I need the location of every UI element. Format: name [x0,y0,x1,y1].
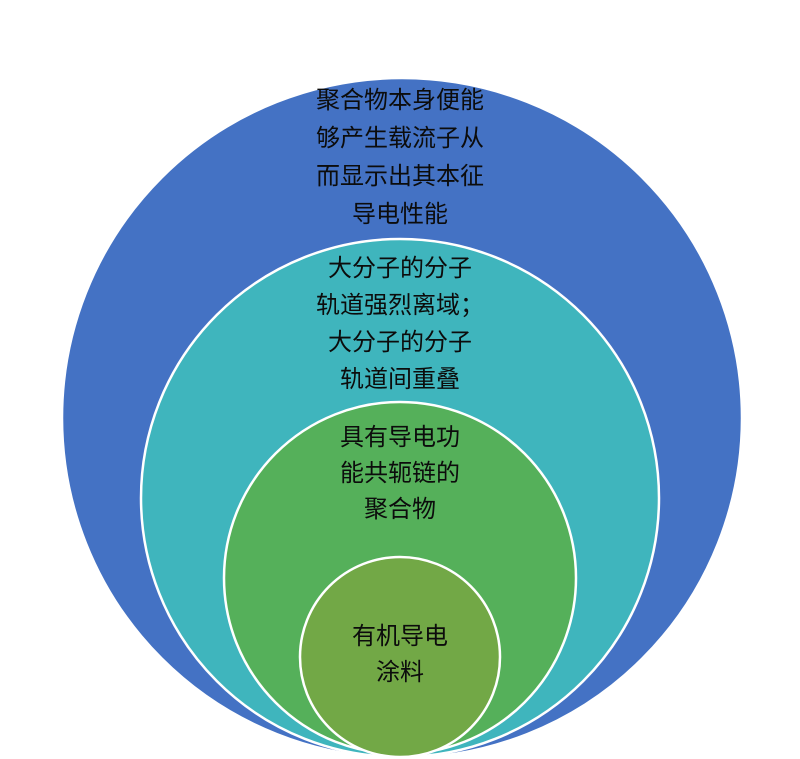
intrinsic-conductivity-label-line: 聚合物本身便能 [316,86,484,114]
orbital-delocalization-label-line: 轨道强烈离域； [316,291,484,319]
organic-conductive-coating-label-line: 有机导电 [352,622,448,650]
orbital-delocalization-label-line: 轨道间重叠 [340,365,460,393]
inner-circle [298,555,502,759]
conjugated-polymer-label-line: 能共轭链的 [340,459,460,487]
intrinsic-conductivity-label-line: 够产生载流子从 [316,124,484,152]
conjugated-polymer-label-line: 聚合物 [364,495,436,523]
orbital-delocalization-label-line: 大分子的分子 [328,328,472,356]
orbital-delocalization-label-line: 大分子的分子 [328,254,472,282]
intrinsic-conductivity-label-line: 导电性能 [352,200,448,228]
organic-conductive-coating-label-line: 涂料 [376,658,424,686]
conjugated-polymer-label-line: 具有导电功 [340,423,460,451]
intrinsic-conductivity-label-line: 而显示出其本征 [316,162,484,190]
